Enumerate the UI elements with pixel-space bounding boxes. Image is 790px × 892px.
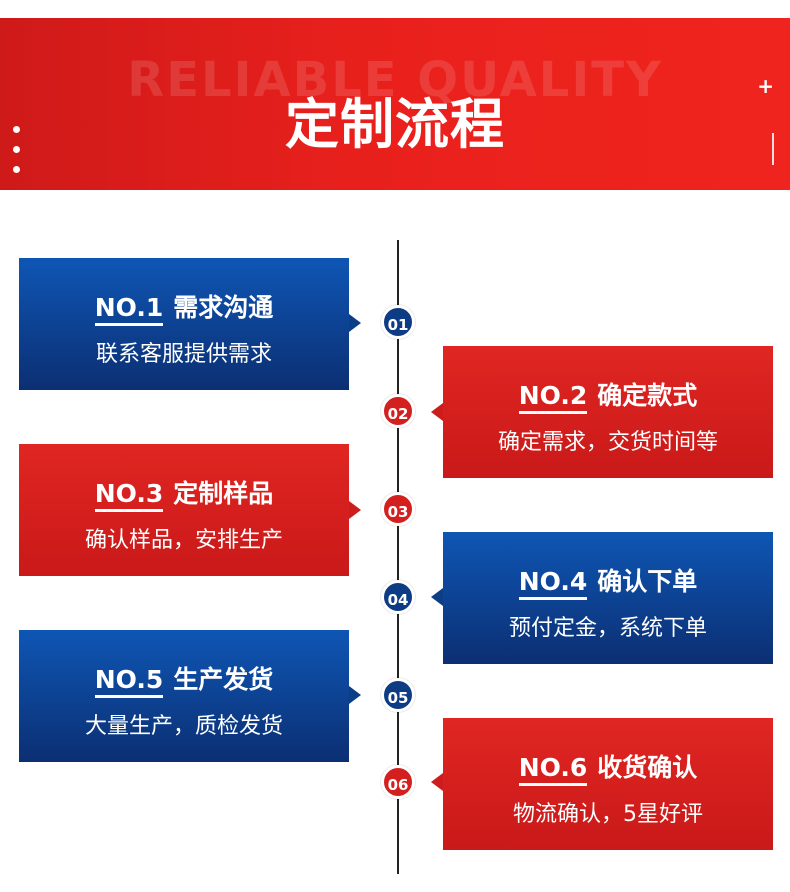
step-description: 物流确认，5星好评 xyxy=(513,802,703,827)
timeline-line xyxy=(397,240,399,874)
timeline-node-03: 03 xyxy=(381,492,415,526)
step-number: NO.2 xyxy=(518,381,588,414)
step-title: 定制样品 xyxy=(173,479,274,508)
dots-decoration-icon xyxy=(13,126,23,186)
plus-icon: + xyxy=(757,74,774,98)
step-title: 收货确认 xyxy=(597,753,698,782)
arrow-right-icon xyxy=(349,686,361,704)
step-number: NO.5 xyxy=(94,665,164,698)
timeline-node-01: 01 xyxy=(381,305,415,339)
arrow-right-icon xyxy=(349,501,361,519)
step-card-6: NO.6 收货确认 物流确认，5星好评 xyxy=(443,718,773,850)
step-number: NO.1 xyxy=(94,293,164,326)
step-description: 确认样品，安排生产 xyxy=(84,528,283,553)
step-title: 确认下单 xyxy=(597,567,698,596)
arrow-left-icon xyxy=(431,773,443,791)
arrow-left-icon xyxy=(431,403,443,421)
timeline-node-05: 05 xyxy=(381,678,415,712)
step-description: 确定需求，交货时间等 xyxy=(497,430,718,455)
step-description: 预付定金，系统下单 xyxy=(508,616,707,641)
step-card-1: NO.1 需求沟通 联系客服提供需求 xyxy=(19,258,349,390)
step-description: 大量生产，质检发货 xyxy=(84,714,283,739)
timeline-node-06: 06 xyxy=(381,765,415,799)
step-card-3: NO.3 定制样品 确认样品，安排生产 xyxy=(19,444,349,576)
step-card-4: NO.4 确认下单 预付定金，系统下单 xyxy=(443,532,773,664)
step-description: 联系客服提供需求 xyxy=(95,342,272,367)
step-title: 需求沟通 xyxy=(173,293,274,322)
vertical-bar-decoration xyxy=(772,133,774,165)
step-title: 生产发货 xyxy=(173,665,274,694)
step-card-2: NO.2 确定款式 确定需求，交货时间等 xyxy=(443,346,773,478)
timeline-node-04: 04 xyxy=(381,580,415,614)
step-number: NO.3 xyxy=(94,479,164,512)
page-title: 定制流程 xyxy=(285,93,505,156)
step-number: NO.6 xyxy=(518,753,588,786)
step-title: 确定款式 xyxy=(597,381,698,410)
banner-watermark: RELIABLE QUALITY xyxy=(127,52,663,108)
step-card-5: NO.5 生产发货 大量生产，质检发货 xyxy=(19,630,349,762)
header-banner: RELIABLE QUALITY 定制流程 + xyxy=(0,18,790,190)
step-number: NO.4 xyxy=(518,567,588,600)
arrow-left-icon xyxy=(431,588,443,606)
timeline-node-02: 02 xyxy=(381,394,415,428)
arrow-right-icon xyxy=(349,314,361,332)
